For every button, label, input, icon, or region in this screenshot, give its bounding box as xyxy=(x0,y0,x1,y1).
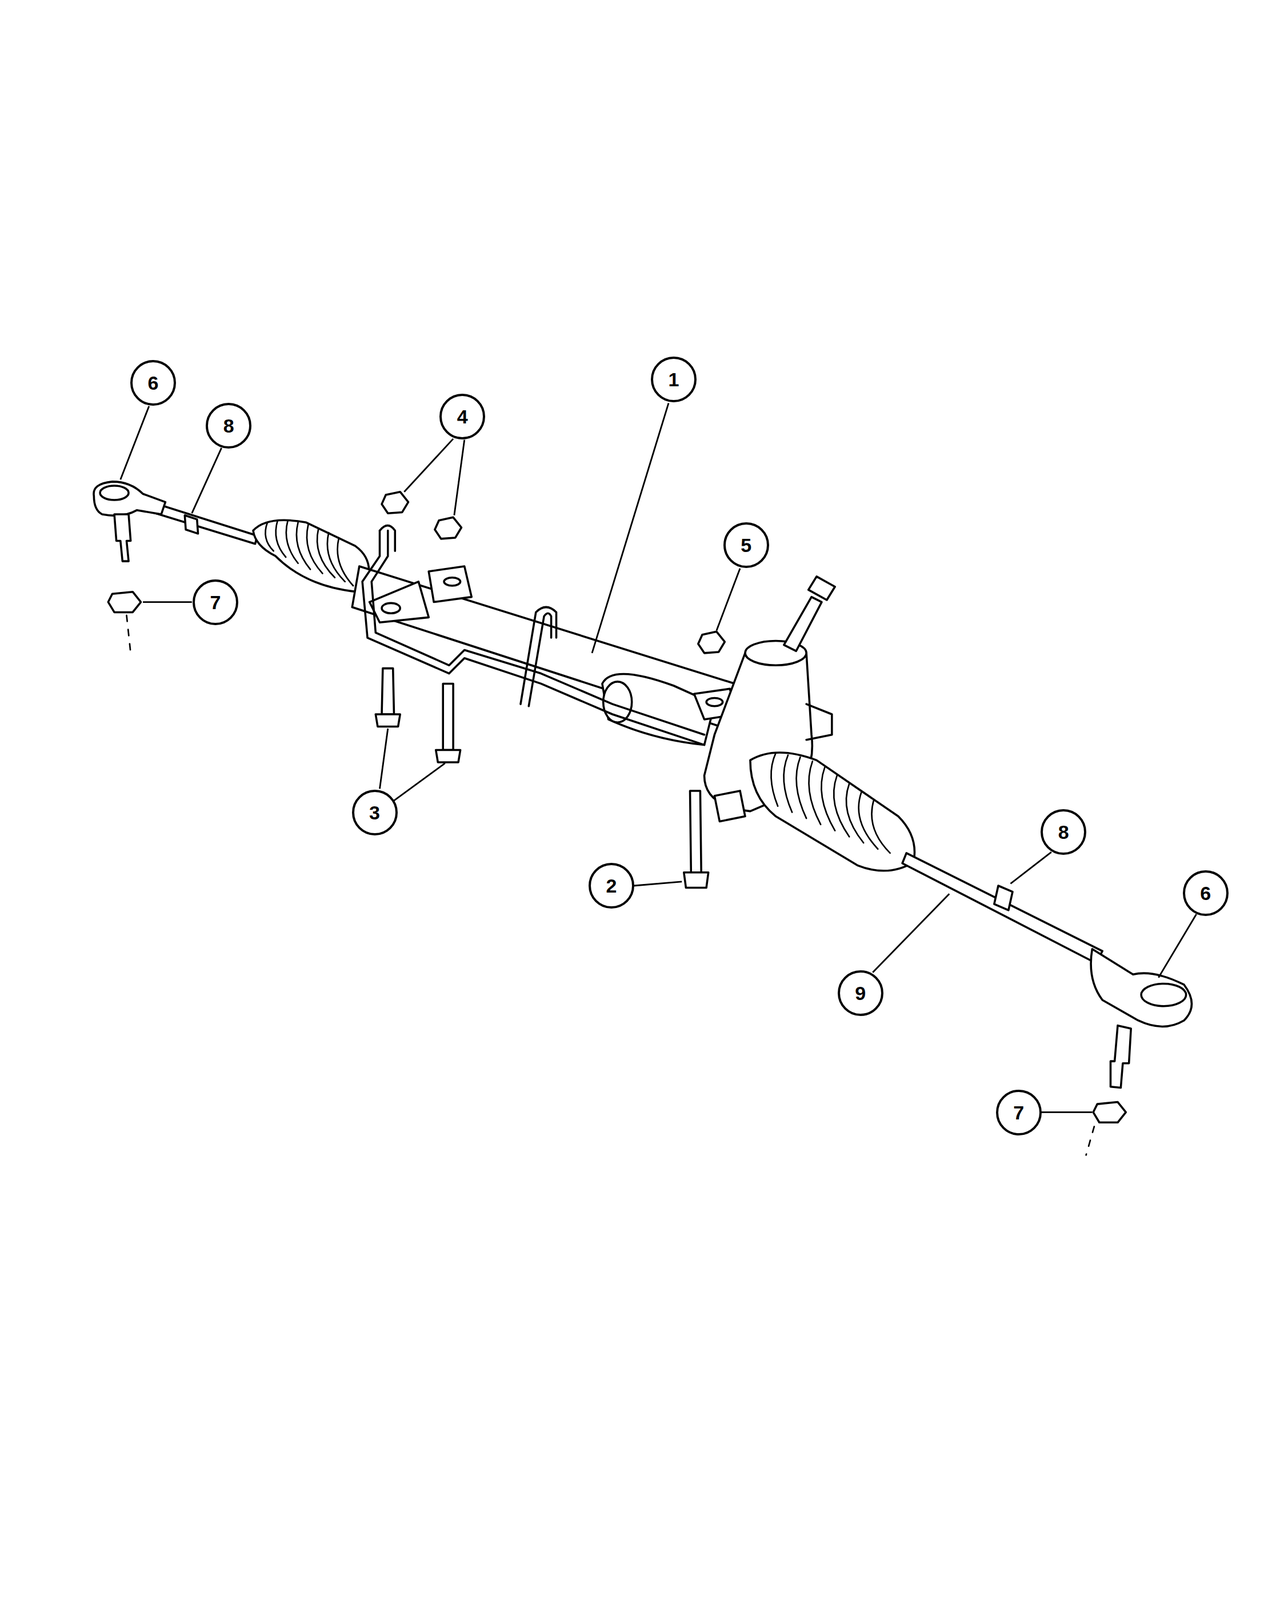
callout-number: 3 xyxy=(369,802,380,823)
nut xyxy=(381,492,408,514)
mount-hole xyxy=(381,602,400,614)
callout-number: 8 xyxy=(1058,822,1070,842)
callout-number: 7 xyxy=(209,592,221,612)
mount-bracket xyxy=(428,566,472,603)
callout-number: 6 xyxy=(147,373,159,393)
callout-number: 6 xyxy=(1200,883,1211,903)
tie-rod-end xyxy=(1090,949,1192,1027)
leader-lines xyxy=(120,402,1197,1112)
nut xyxy=(698,631,725,654)
callout-number: 2 xyxy=(606,876,618,896)
callout-circle: 4 xyxy=(439,393,486,440)
nut xyxy=(434,517,462,539)
callout-number: 1 xyxy=(668,369,679,390)
callout-circle: 5 xyxy=(723,522,770,568)
lock-nut xyxy=(108,592,141,613)
input-shaft xyxy=(784,597,822,652)
callout-circle: 8 xyxy=(205,402,252,449)
mount-hole xyxy=(444,577,461,586)
axis-line xyxy=(126,615,1094,1156)
bolt xyxy=(381,668,394,715)
callout-circle: 6 xyxy=(130,360,176,406)
boot xyxy=(253,520,370,592)
callout-number: 4 xyxy=(457,406,468,427)
callout-number: 9 xyxy=(854,983,866,1003)
bolt xyxy=(690,790,702,873)
shaft-splines xyxy=(808,576,835,600)
cylinder xyxy=(602,673,715,745)
ball-stud xyxy=(1110,1025,1131,1088)
mount-bracket xyxy=(714,790,746,822)
boot xyxy=(750,752,915,871)
callout-number: 8 xyxy=(223,416,235,436)
adjuster-nut xyxy=(994,885,1013,911)
lock-nut xyxy=(1093,1102,1126,1123)
callout-circle: 6 xyxy=(1182,870,1229,916)
callout-circle: 9 xyxy=(837,970,884,1016)
ball-stud xyxy=(114,514,131,562)
callout-circle: 8 xyxy=(1040,809,1087,855)
bolt-head xyxy=(684,872,709,888)
callout-number: 5 xyxy=(740,535,752,555)
boot-ribs xyxy=(770,753,890,854)
mount-hole xyxy=(706,697,723,706)
ball-socket xyxy=(1141,983,1187,1006)
ball-socket xyxy=(100,485,129,500)
callout-circle: 7 xyxy=(996,1089,1042,1136)
bolt xyxy=(442,683,454,750)
mount-bracket xyxy=(369,581,430,623)
callout-circle: 2 xyxy=(588,862,635,909)
adjuster-nut xyxy=(184,515,198,534)
tie-rod-end xyxy=(93,481,166,516)
callout-circle: 3 xyxy=(352,789,398,836)
boot-ribs xyxy=(265,520,354,586)
bolt-head xyxy=(375,714,400,727)
tie-rod xyxy=(902,853,1103,964)
bolt-head xyxy=(436,750,461,763)
callout-circle: 7 xyxy=(192,579,239,626)
callout-circle: 1 xyxy=(650,356,697,403)
callout-number: 7 xyxy=(1013,1102,1024,1123)
